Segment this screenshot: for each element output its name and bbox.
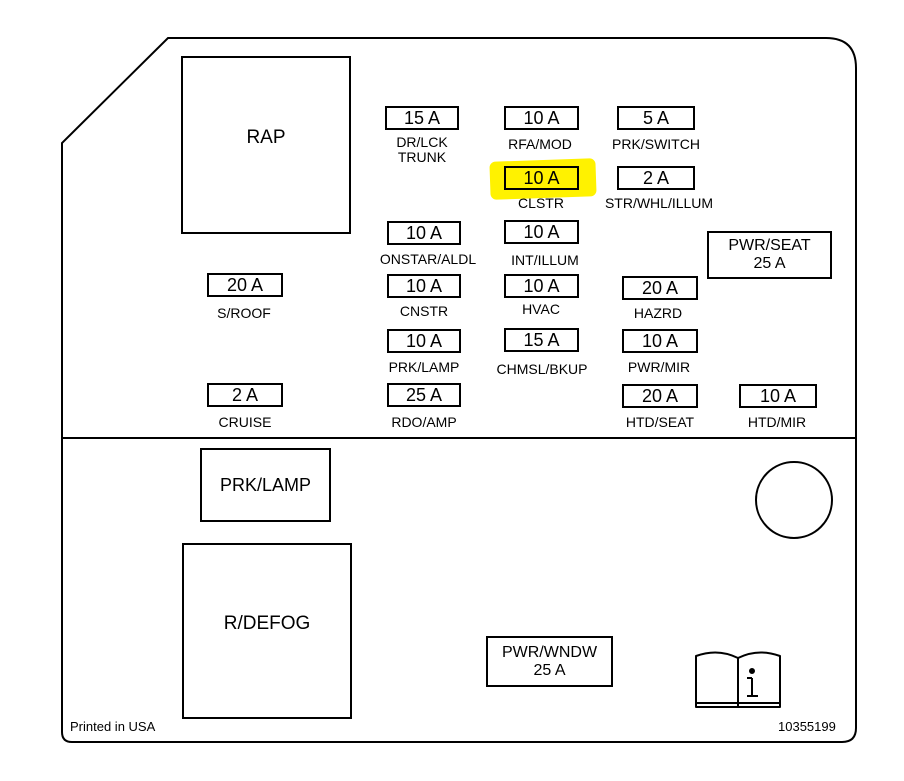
fuse-htd-seat-label: HTD/SEAT	[625, 414, 695, 430]
fuse-cruise-label: CRUISE	[218, 414, 272, 430]
fuse-clstr-label: CLSTR	[518, 195, 564, 211]
fuse-clstr: 10 A	[504, 166, 579, 190]
fuse-cnstr: 10 A	[387, 274, 461, 298]
breaker-pwr-seat-rating: 25 A	[753, 255, 786, 272]
fuse-onstar-aldl: 10 A	[387, 221, 461, 245]
relay-rap-label: RAP	[246, 127, 286, 148]
fuse-chmsl-bkup: 15 A	[504, 328, 579, 352]
fuse-rfa-mod: 10 A	[504, 106, 579, 130]
fuse-pwr-mir-label: PWR/MIR	[627, 359, 691, 375]
fuse-prk-switch-label: PRK/SWITCH	[612, 136, 700, 152]
fuse-str-whl-illum-label: STR/WHL/ILLUM	[604, 195, 714, 211]
mounting-hole-icon	[755, 461, 833, 539]
fuse-s-roof-label: S/ROOF	[217, 305, 271, 321]
fuse-dr-lck-label: DR/LCK TRUNK	[396, 135, 447, 165]
fuse-int-illum: 10 A	[504, 220, 579, 244]
fuse-hazrd: 20 A	[622, 276, 698, 300]
fuse-htd-mir: 10 A	[739, 384, 817, 408]
manual-info-icon	[695, 651, 781, 708]
fuse-prk-lamp-label: PRK/LAMP	[388, 359, 460, 375]
printed-in-usa: Printed in USA	[70, 719, 156, 734]
breaker-pwr-wndw-label: PWR/WNDW	[501, 643, 598, 661]
fuse-cruise: 2 A	[207, 383, 283, 407]
fuse-int-illum-label: INT/ILLUM	[511, 252, 579, 268]
fuse-hazrd-label: HAZRD	[633, 305, 683, 321]
relay-rap: RAP	[181, 56, 351, 234]
breaker-pwr-wndw: PWR/WNDW 25 A	[486, 636, 613, 687]
fuse-htd-mir-label: HTD/MIR	[747, 414, 807, 430]
part-number: 10355199	[778, 719, 836, 734]
fuse-dr-lck-label-line1: DR/LCK	[396, 134, 448, 150]
fuse-hvac-label: HVAC	[522, 301, 560, 317]
breaker-pwr-seat-label: PWR/SEAT	[728, 237, 811, 254]
fuse-chmsl-bkup-label: CHMSL/BKUP	[496, 361, 588, 377]
fuse-htd-seat: 20 A	[622, 384, 698, 408]
fuse-rfa-mod-label: RFA/MOD	[508, 136, 572, 152]
relay-prk-lamp: PRK/LAMP	[200, 448, 331, 522]
fuse-dr-lck: 15 A	[385, 106, 459, 130]
breaker-pwr-wndw-rating: 25 A	[533, 661, 566, 679]
fuse-onstar-aldl-label: ONSTAR/ALDL	[379, 251, 477, 267]
fuse-prk-lamp: 10 A	[387, 329, 461, 353]
fuse-dr-lck-label-line2: TRUNK	[397, 149, 447, 165]
fuse-rdo-amp: 25 A	[387, 383, 461, 407]
relay-r-defog: R/DEFOG	[182, 543, 352, 719]
breaker-pwr-seat: PWR/SEAT 25 A	[707, 231, 832, 279]
fuse-rdo-amp-label: RDO/AMP	[391, 414, 457, 430]
fuse-str-whl-illum: 2 A	[617, 166, 695, 190]
fuse-hvac: 10 A	[504, 274, 579, 298]
relay-r-defog-label: R/DEFOG	[223, 613, 311, 634]
fuse-s-roof: 20 A	[207, 273, 283, 297]
fuse-pwr-mir: 10 A	[622, 329, 698, 353]
relay-prk-lamp-label: PRK/LAMP	[219, 475, 312, 495]
fuse-cnstr-label: CNSTR	[399, 303, 449, 319]
fuse-prk-switch: 5 A	[617, 106, 695, 130]
